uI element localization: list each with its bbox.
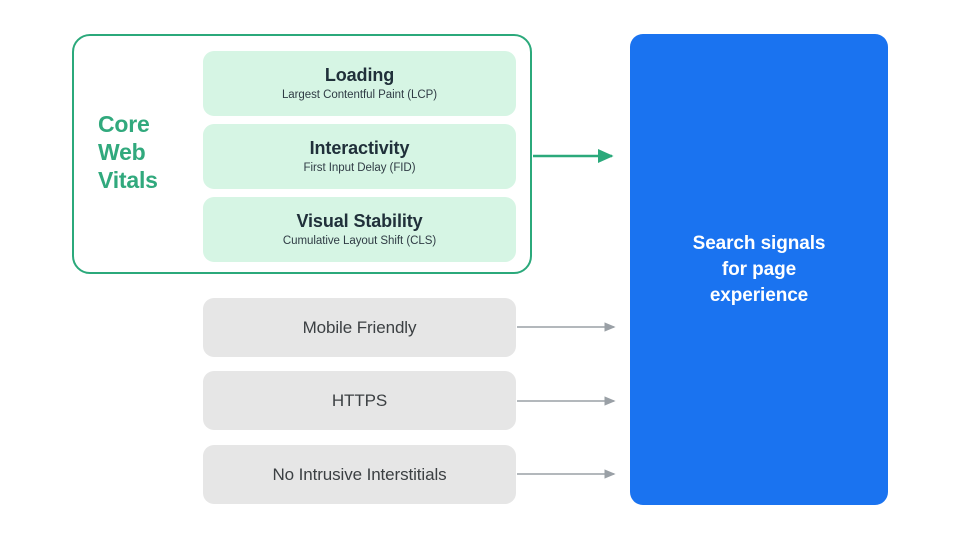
metric-card-loading[interactable]: Loading Largest Contentful Paint (LCP) xyxy=(203,51,516,116)
signal-label: HTTPS xyxy=(331,390,388,410)
core-web-vitals-label-line-2: Web xyxy=(98,139,146,165)
core-web-vitals-group-label: Core Web Vitals xyxy=(98,110,194,194)
metric-title: Interactivity xyxy=(309,138,410,158)
signal-box-mobile-friendly[interactable]: Mobile Friendly xyxy=(203,298,516,357)
signal-label: Mobile Friendly xyxy=(302,317,417,337)
metric-title: Loading xyxy=(324,65,395,85)
metric-card-visual-stability[interactable]: Visual Stability Cumulative Layout Shift… xyxy=(203,197,516,262)
core-web-vitals-label-line-3: Vitals xyxy=(98,167,158,193)
search-signals-panel[interactable]: Search signals for page experience xyxy=(630,34,888,505)
metric-subtitle: First Input Delay (FID) xyxy=(303,162,416,174)
signal-label: No Intrusive Interstitials xyxy=(272,464,447,484)
metric-subtitle: Largest Contentful Paint (LCP) xyxy=(281,89,438,101)
metric-subtitle: Cumulative Layout Shift (CLS) xyxy=(282,235,437,247)
signal-box-https[interactable]: HTTPS xyxy=(203,371,516,430)
search-signals-panel-label: Search signals for page experience xyxy=(692,232,826,306)
core-web-vitals-label-line-1: Core xyxy=(98,111,150,137)
signal-box-no-intrusive-interstitials[interactable]: No Intrusive Interstitials xyxy=(203,445,516,504)
metric-title: Visual Stability xyxy=(296,211,423,231)
metric-card-interactivity[interactable]: Interactivity First Input Delay (FID) xyxy=(203,124,516,189)
